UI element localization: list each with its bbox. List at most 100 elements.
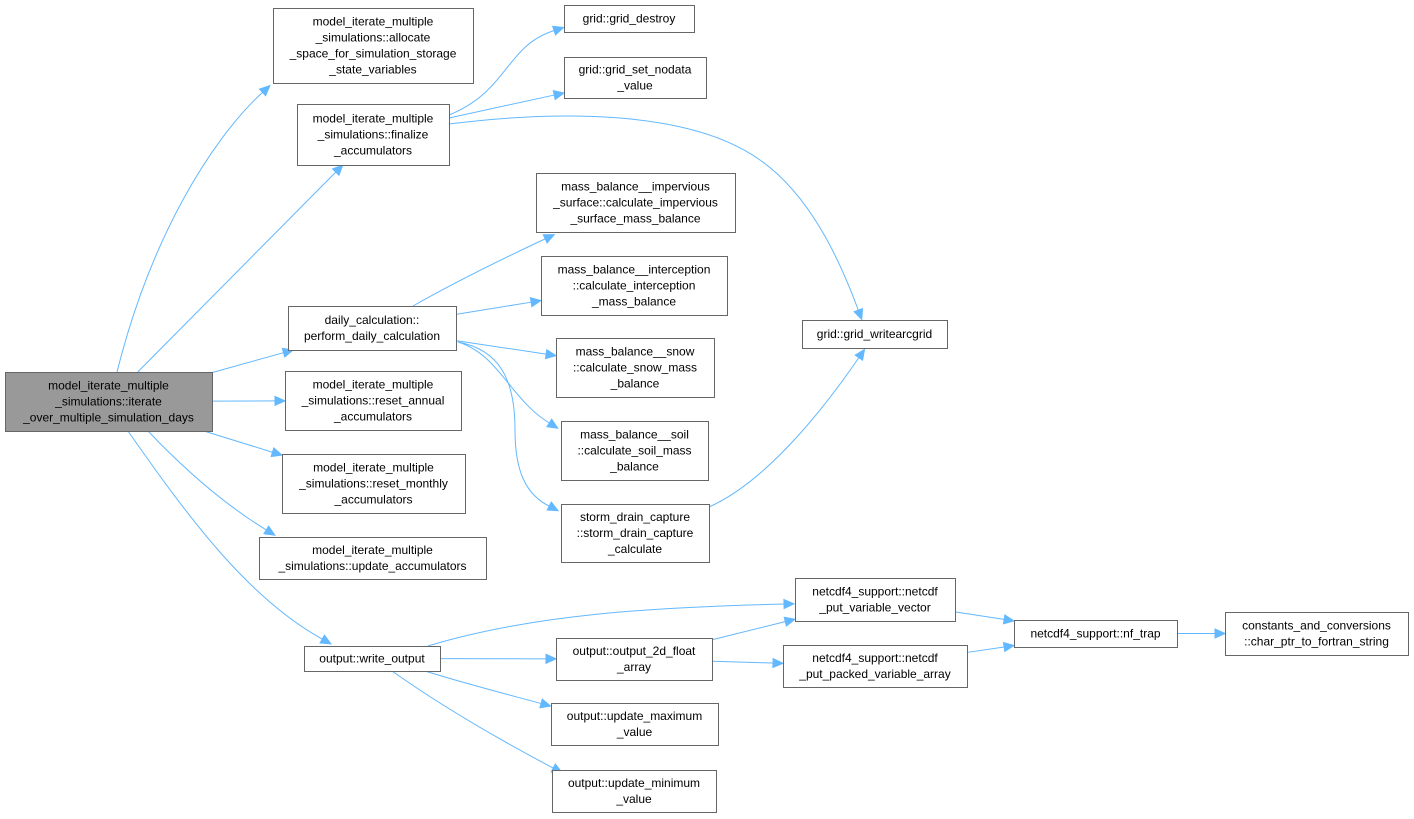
node-box xyxy=(552,770,717,813)
node-put-packed[interactable]: netcdf4_support::netcdf_put_packed_varia… xyxy=(783,645,968,688)
node-label-line: netcdf4_support::nf_trap xyxy=(1030,627,1160,641)
node-label-line: mass_balance__soil xyxy=(580,428,689,442)
node-label-line: _mass_balance xyxy=(591,295,676,309)
node-label-line: model_iterate_multiple xyxy=(313,461,434,475)
edge-finalize-to-grid_destroy-arrowhead xyxy=(551,25,565,36)
node-label-line: _surface_mass_balance xyxy=(569,212,700,226)
edge-output_2d-to-put_var_vec-arrowhead xyxy=(783,616,797,627)
edge-daily-to-snow-arrowhead xyxy=(544,348,558,360)
node-label-line: output::update_maximum xyxy=(567,709,702,723)
edge-daily-to-storm xyxy=(457,341,552,508)
edge-storm-to-grid_writearcgrid-arrowhead xyxy=(854,348,866,362)
edge-finalize-to-grid_writearcgrid-arrowhead xyxy=(853,307,864,321)
node-reset-annual[interactable]: model_iterate_multiple_simulations::rese… xyxy=(285,371,462,431)
node-label-line: _put_packed_variable_array xyxy=(798,667,950,681)
edge-root-to-reset_annual-arrowhead xyxy=(274,395,287,407)
node-label-line: output::output_2d_float xyxy=(573,644,696,658)
node-label-line: model_iterate_multiple xyxy=(312,543,433,557)
node-label-line: output::write_output xyxy=(319,652,425,666)
node-char-ptr[interactable]: constants_and_conversions::char_ptr_to_f… xyxy=(1225,612,1409,656)
edge-root-to-reset_monthly xyxy=(203,430,273,453)
node-label-line: ::storm_drain_capture xyxy=(577,526,694,540)
edge-write_output-to-update_max xyxy=(424,670,544,705)
node-write-output[interactable]: output::write_output xyxy=(304,646,441,672)
node-label-line: output::update_minimum xyxy=(568,776,700,790)
node-label-line: _accumulators xyxy=(333,410,412,424)
edge-root-to-write_output-arrowhead xyxy=(319,634,333,645)
edge-write_output-to-update_max-arrowhead xyxy=(539,698,552,709)
node-box xyxy=(273,8,474,84)
node-box xyxy=(285,371,462,431)
node-snow[interactable]: mass_balance__snow::calculate_snow_mass_… xyxy=(556,338,715,398)
node-box xyxy=(288,306,457,351)
node-label-line: _value xyxy=(616,79,653,93)
node-label-line: model_iterate_multiple xyxy=(313,15,434,29)
edge-write_output-to-output_2d-arrowhead xyxy=(545,653,558,665)
node-label-line: grid::grid_destroy xyxy=(583,12,676,26)
node-reset-monthly[interactable]: model_iterate_multiple_simulations::rese… xyxy=(282,454,466,514)
edge-output_2d-to-put_packed xyxy=(711,660,774,664)
edge-storm-to-grid_writearcgrid xyxy=(708,355,861,508)
node-update-min[interactable]: output::update_minimum_value xyxy=(552,770,717,813)
node-label-line: _array xyxy=(616,660,651,674)
edge-output_2d-to-put_packed-arrowhead xyxy=(772,657,785,669)
node-nf-trap[interactable]: netcdf4_support::nf_trap xyxy=(1014,620,1178,648)
node-update-max[interactable]: output::update_maximum_value xyxy=(551,703,719,746)
node-output-2d[interactable]: output::output_2d_float_array xyxy=(556,638,713,681)
node-label-line: _simulations::reset_annual xyxy=(301,394,445,408)
node-label-line: _value xyxy=(615,792,652,806)
node-label-line: _accumulators xyxy=(333,144,412,158)
node-box xyxy=(783,645,968,688)
edge-daily-to-snow xyxy=(455,340,547,355)
node-storm[interactable]: storm_drain_capture::storm_drain_capture… xyxy=(561,504,710,563)
node-interception[interactable]: mass_balance__interception::calculate_in… xyxy=(541,256,728,316)
node-label-line: _space_for_simulation_storage xyxy=(289,47,457,61)
node-finalize[interactable]: model_iterate_multiple_simulations::fina… xyxy=(297,104,450,166)
node-label-line: grid::grid_writearcgrid xyxy=(817,327,932,341)
edge-root-to-allocate-arrowhead xyxy=(258,84,271,97)
node-soil[interactable]: mass_balance__soil::calculate_soil_mass_… xyxy=(561,421,709,481)
node-label-line: model_iterate_multiple xyxy=(48,379,169,393)
edge-root-to-allocate xyxy=(116,90,265,373)
edge-root-to-finalize-arrowhead xyxy=(331,164,344,177)
node-grid-destroy[interactable]: grid::grid_destroy xyxy=(564,5,695,33)
node-label-line: mass_balance__interception xyxy=(558,263,711,277)
edge-put_var_vec-to-nf_trap xyxy=(954,611,1005,620)
node-box xyxy=(297,104,450,166)
node-put-var-vec[interactable]: netcdf4_support::netcdf_put_variable_vec… xyxy=(795,578,956,622)
node-daily[interactable]: daily_calculation::perform_daily_calcula… xyxy=(288,306,457,351)
node-grid-set-nodata[interactable]: grid::grid_set_nodata_value xyxy=(564,57,707,99)
node-label-line: daily_calculation:: xyxy=(325,313,420,327)
node-box xyxy=(259,537,487,580)
node-box xyxy=(556,338,715,398)
node-grid-writearcgrid[interactable]: grid::grid_writearcgrid xyxy=(802,320,948,349)
edge-root-to-update_accum xyxy=(147,430,269,532)
edge-finalize-to-grid_destroy xyxy=(448,29,557,116)
edge-root-to-finalize xyxy=(137,171,337,373)
node-label-line: _accumulators xyxy=(333,493,412,507)
node-impervious[interactable]: mass_balance__impervious_surface::calcul… xyxy=(536,173,736,233)
edge-write_output-to-put_var_vec-arrowhead xyxy=(783,598,796,610)
call-graph-edges xyxy=(116,25,1227,774)
edge-write_output-to-update_min xyxy=(391,670,556,770)
node-label-line: _simulations::reset_monthly xyxy=(298,477,448,491)
edge-root-to-write_output xyxy=(127,430,325,641)
node-allocate[interactable]: model_iterate_multiple_simulations::allo… xyxy=(273,8,474,84)
edge-daily-to-storm-arrowhead xyxy=(546,501,560,512)
node-label-line: _simulations::iterate xyxy=(54,395,162,409)
edge-root-to-daily xyxy=(211,352,284,374)
edge-daily-to-interception-arrowhead xyxy=(529,297,543,308)
node-root[interactable]: model_iterate_multiple_simulations::iter… xyxy=(5,372,213,432)
node-label-line: _balance xyxy=(609,460,659,474)
node-label-line: mass_balance__impervious xyxy=(561,180,710,194)
node-update-accum[interactable]: model_iterate_multiple_simulations::upda… xyxy=(259,537,487,580)
node-box xyxy=(802,320,948,349)
node-box xyxy=(561,504,710,563)
node-box xyxy=(304,646,441,672)
edge-finalize-to-grid_writearcgrid xyxy=(448,115,860,313)
node-label-line: _calculate xyxy=(607,542,662,556)
edge-finalize-to-grid_set_nodata-arrowhead xyxy=(552,90,566,101)
node-label-line: _simulations::update_accumulators xyxy=(277,559,466,573)
node-label-line: storm_drain_capture xyxy=(580,510,690,524)
